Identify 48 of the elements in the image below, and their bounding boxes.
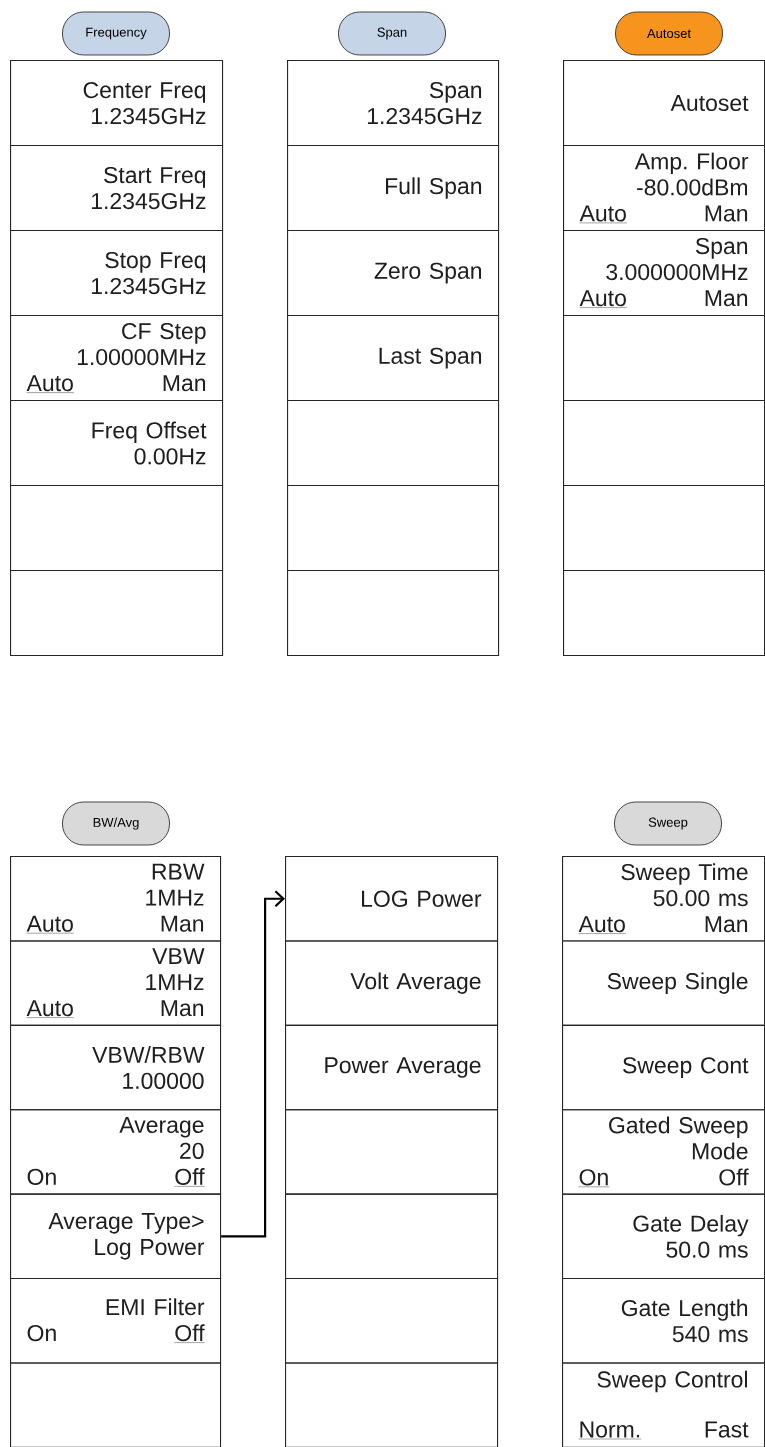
softkey-button: VBW/RBW 1.00000 (10, 1024, 222, 1111)
softkey-button (563, 315, 765, 402)
softkey-button: Last Span (287, 315, 500, 402)
softkey-button: Sweep Time 50.00 ms Auto Man (562, 856, 765, 942)
softkey-button: Gate Length 540 ms (562, 1278, 765, 1364)
menu-key-pill: BW/Avg (62, 801, 170, 846)
softkey-button: Power Average (285, 1024, 499, 1111)
softkey-button (287, 400, 500, 487)
softkey-button: Autoset (563, 60, 765, 147)
softkey-button: Volt Average (285, 940, 499, 1026)
softkey-button: Center Freq 1.2345GHz (10, 60, 224, 147)
softkey-button: Span 3.000000MHz Auto Man (563, 230, 765, 317)
softkey-button: RBW 1MHz Auto Man (10, 856, 222, 942)
softkey-button: LOG Power (285, 856, 499, 942)
softkey-button (563, 570, 765, 657)
menu-key-pill: Span (338, 11, 446, 56)
softkey-button: Amp. Floor -80.00dBm Auto Man (563, 145, 765, 232)
softkey-button: Sweep Control Norm. Fast (562, 1362, 765, 1447)
softkey-button (563, 400, 765, 487)
softkey-button: Sweep Single (562, 940, 765, 1026)
softkey-button: Average Type> Log Power (10, 1193, 222, 1280)
menu-key-pill: Frequency (62, 11, 170, 56)
softkey-button (563, 485, 765, 572)
softkey-button (285, 1193, 499, 1280)
softkey-button: Gated Sweep Mode On Off (562, 1109, 765, 1195)
softkey-button: Full Span (287, 145, 500, 232)
softkey-button (287, 570, 500, 657)
softkey-button (285, 1278, 499, 1364)
softkey-button (285, 1109, 499, 1195)
softkey-button (10, 485, 224, 572)
softkey-button (10, 1362, 222, 1447)
softkey-button (287, 485, 500, 572)
softkey-button: Freq Offset 0.00Hz (10, 400, 224, 487)
softkey-button: Stop Freq 1.2345GHz (10, 230, 224, 317)
softkey-button (10, 570, 224, 657)
softkey-button: CF Step 1.00000MHz Auto Man (10, 315, 224, 402)
softkey-button: Start Freq 1.2345GHz (10, 145, 224, 232)
softkey-button: Sweep Cont (562, 1024, 765, 1111)
softkey-button: VBW 1MHz Auto Man (10, 940, 222, 1026)
menu-key-pill: Sweep (614, 801, 722, 846)
menu-key-pill: Autoset (615, 11, 723, 56)
softkey-button: Average 20 On Off (10, 1109, 222, 1195)
softkey-button: Span 1.2345GHz (287, 60, 500, 147)
softkey-button: Zero Span (287, 230, 500, 317)
softkey-button: Gate Delay 50.0 ms (562, 1193, 765, 1280)
softkey-button (285, 1362, 499, 1447)
softkey-button: EMI Filter On Off (10, 1278, 222, 1364)
arrow (221, 890, 285, 1238)
